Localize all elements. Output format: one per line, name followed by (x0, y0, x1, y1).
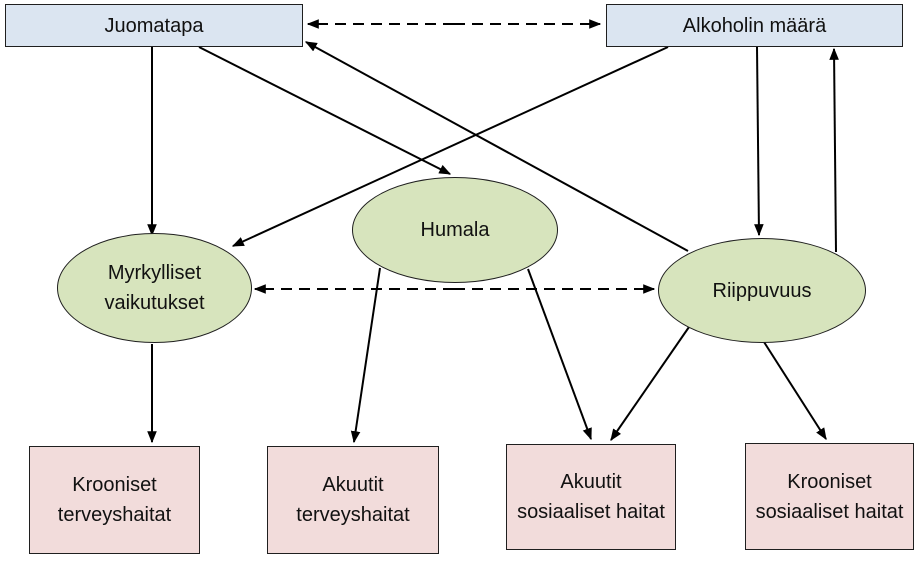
arrow-riippuvuus-to-krooniset-sosiaaliset (763, 341, 827, 441)
node-myrkylliset-vaikutukset-label: Myrkylliset vaikutukset (104, 262, 205, 314)
arrow-humala-to-akuutit-terveyshaitat (350, 267, 381, 444)
node-krooniset-sosiaaliset-haitat-label: Krooniset sosiaaliset haitat (755, 470, 904, 523)
node-krooniset-terveyshaitat: Krooniset terveyshaitat (29, 446, 200, 554)
node-alkoholin-maara-label: Alkoholin määrä (682, 14, 827, 37)
arrow-riippuvuus-to-akuutit-sosiaaliset (610, 326, 690, 441)
node-krooniset-sosiaaliset-haitat: Krooniset sosiaaliset haitat (745, 443, 914, 550)
arrow-alkoholin-maara-to-riippuvuus (754, 46, 764, 237)
node-myrkylliset-vaikutukset: Myrkylliset vaikutukset (57, 233, 252, 343)
node-krooniset-terveyshaitat-label: Krooniset terveyshaitat (57, 474, 172, 526)
node-humala-label: Humala (420, 219, 490, 241)
node-akuutit-terveyshaitat-label: Akuutit terveyshaitat (296, 474, 410, 526)
node-riippuvuus-label: Riippuvuus (712, 279, 812, 302)
arrow-riippuvuus-to-juomatapa (304, 41, 689, 252)
node-alkoholin-maara: Alkoholin määrä (606, 4, 903, 47)
arrow-humala-to-akuutit-sosiaaliset (527, 268, 592, 441)
node-akuutit-sosiaaliset-haitat-label: Akuutit sosiaaliset haitat (517, 471, 665, 523)
node-humala: Humala (352, 177, 558, 283)
arrow-juomatapa-to-humala (198, 46, 452, 175)
node-riippuvuus: Riippuvuus (658, 238, 866, 343)
node-juomatapa-label: Juomatapa (104, 14, 204, 37)
arrow-alkoholin-maara-to-myrkylliset (231, 46, 669, 247)
node-akuutit-terveyshaitat: Akuutit terveyshaitat (267, 446, 439, 554)
node-akuutit-sosiaaliset-haitat: Akuutit sosiaaliset haitat (506, 444, 676, 550)
arrow-riippuvuus-to-alkoholin-maara (829, 47, 839, 253)
node-juomatapa: Juomatapa (5, 4, 303, 47)
